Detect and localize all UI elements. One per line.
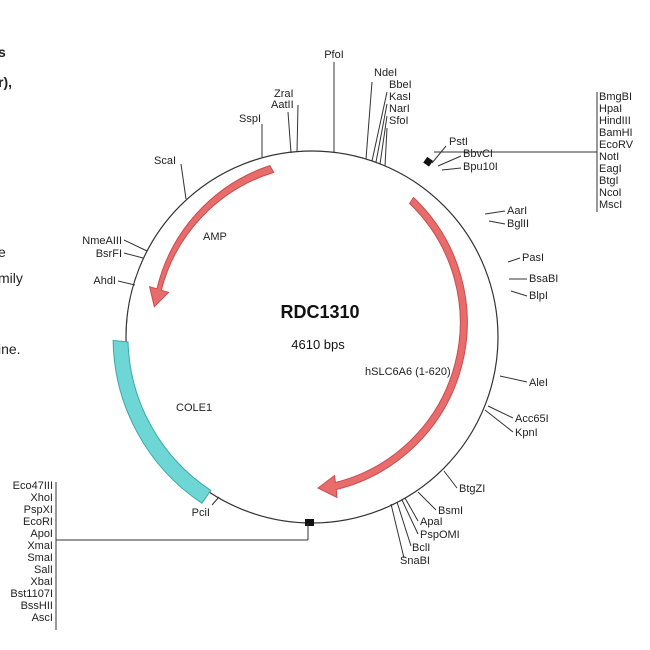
site-label: BbeI (389, 79, 412, 91)
mcs-site: SalI (34, 564, 53, 576)
mcs-site: BamHI (599, 127, 633, 139)
site-labels: PfoI NdeI BbeI KasI NarI SfoI ZraI AatII… (82, 49, 558, 567)
site-label: Acc65I (515, 413, 549, 425)
cole1-feature[interactable] (112, 339, 212, 504)
site-label: KpnI (515, 427, 538, 439)
side-text-line: r), (0, 74, 12, 90)
site-label: SspI (239, 113, 261, 125)
mcs-site: AscI (32, 612, 53, 624)
hslc6a6-arrow[interactable] (317, 196, 468, 499)
site-label: Bpu10I (463, 161, 498, 173)
site-label: BglII (507, 218, 529, 230)
site-label: NarI (389, 103, 410, 115)
site-label: BbvCI (463, 148, 493, 160)
mcs-site: EcoRV (599, 139, 634, 151)
mcs-site: Bst1107I (10, 588, 53, 600)
site-label: BlpI (529, 290, 548, 302)
site-label: NmeAIII (82, 235, 122, 247)
mcs-site: EcoRI (23, 516, 53, 528)
mcs-marker-top (423, 156, 433, 167)
site-label: PspOMI (420, 529, 460, 541)
site-label: BtgZI (459, 483, 485, 495)
site-label: NdeI (374, 67, 397, 79)
mcs-site: PspXI (24, 504, 53, 516)
site-label: PciI (192, 507, 210, 519)
mcs-site: EagI (599, 163, 622, 175)
site-label: AhdI (93, 275, 116, 287)
side-text-line: e (0, 244, 6, 260)
site-label: PstI (449, 136, 468, 148)
mcs-site: BmgBI (599, 91, 632, 103)
feature-label: COLE1 (176, 402, 212, 414)
site-label: PasI (522, 252, 544, 264)
site-label: ScaI (154, 155, 176, 167)
mcs-site: HindIII (599, 115, 631, 127)
site-label: SfoI (389, 115, 409, 127)
mcs-site: XhoI (30, 492, 53, 504)
mcs-site: ApoI (30, 528, 53, 540)
site-label: AleI (529, 377, 548, 389)
side-text-line: mily (0, 270, 23, 286)
mcs-site: XbaI (30, 576, 53, 588)
site-label: AarI (507, 205, 527, 217)
feature-label: hSLC6A6 (1-620) (365, 366, 451, 378)
mcs-site: NcoI (599, 187, 622, 199)
mcs-site: BssHII (21, 600, 53, 612)
feature-label: AMP (203, 231, 227, 243)
mcs-site: Eco47III (13, 480, 53, 492)
amp-arrow[interactable] (148, 164, 275, 308)
mcs-site: BtgI (599, 175, 619, 187)
mcs-site: HpaI (599, 103, 622, 115)
mcs-left-list: Eco47III XhoI PspXI EcoRI ApoI XmaI SmaI… (10, 480, 53, 624)
site-label: BsaBI (529, 273, 558, 285)
side-text: s r), e mily ine. (0, 44, 23, 357)
site-label: KasI (389, 91, 411, 103)
site-label: BsmI (438, 505, 463, 517)
plasmid-size: 4610 bps (291, 337, 345, 352)
site-label: ZraI (274, 88, 294, 100)
mcs-site: SmaI (27, 552, 53, 564)
mcs-site: NotI (599, 151, 619, 163)
mcs-site: XmaI (27, 540, 53, 552)
site-label: ApaI (420, 516, 443, 528)
site-ticks (55, 62, 598, 630)
site-label: PfoI (324, 49, 344, 61)
side-text-line: ine. (0, 341, 21, 357)
mcs-marker-bottom (305, 519, 314, 526)
site-label: AatII (271, 99, 294, 111)
side-text-line: s (0, 44, 6, 60)
site-label: BsrFI (96, 248, 122, 260)
mcs-right-list: BmgBI HpaI HindIII BamHI EcoRV NotI EagI… (599, 91, 634, 211)
site-label: SnaBI (400, 555, 430, 567)
plasmid-name: RDC1310 (280, 302, 359, 322)
mcs-site: MscI (599, 199, 622, 211)
site-label: BclI (412, 542, 430, 554)
